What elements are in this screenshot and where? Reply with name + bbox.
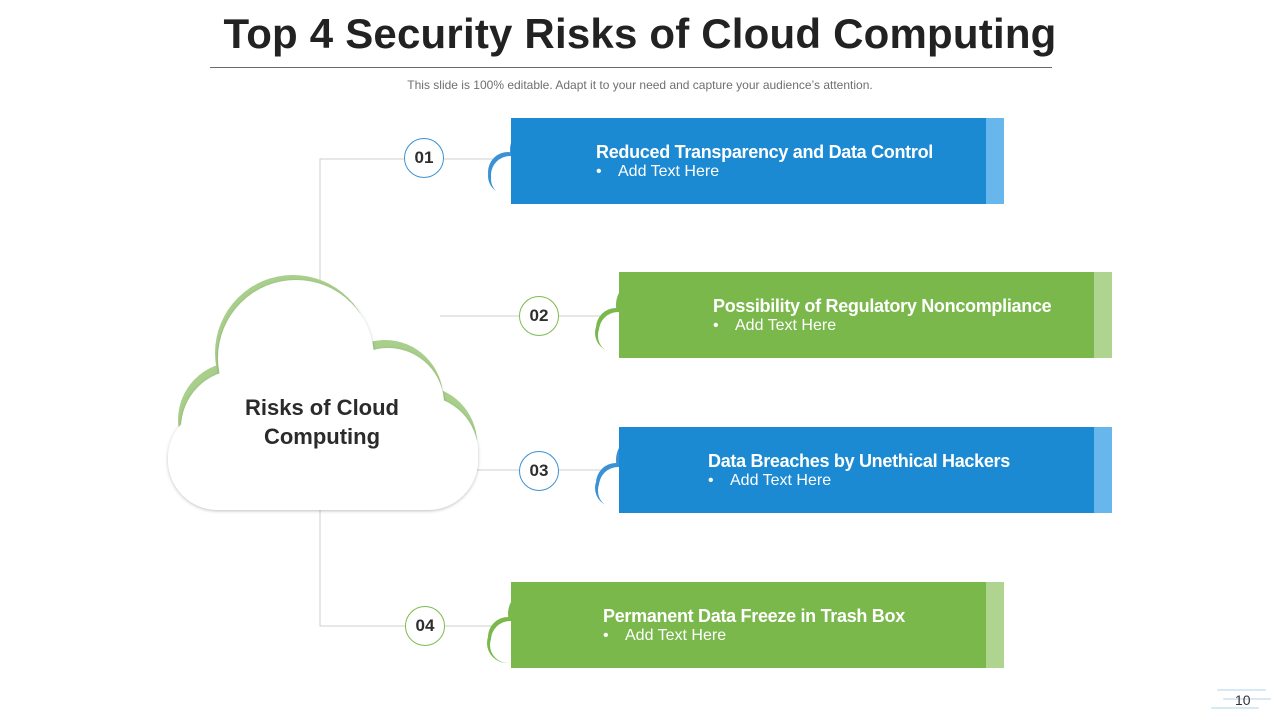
risk-bullet-text: Add Text Here [730,472,832,489]
risk-bullet-text: Add Text Here [735,317,837,334]
connector-lines [319,158,604,627]
risk-bullet-text: Add Text Here [625,627,727,644]
card-accent-stripe [986,118,1004,204]
risk-number-badge: 02 [519,296,559,336]
risk-bullet: •Add Text Here [713,317,837,334]
risk-heading: Data Breaches by Unethical Hackers [708,451,1010,471]
slide-title: Top 4 Security Risks of Cloud Computing [223,10,1057,57]
risk-bullet: •Add Text Here [596,163,720,180]
card-accent-stripe [1094,427,1112,513]
risk-heading: Reduced Transparency and Data Control [596,142,933,162]
risk-card-1: Reduced Transparency and Data Control •A… [511,118,1004,204]
center-label: Risks of Cloud Computing [244,395,399,449]
card-accent-stripe [1094,272,1112,358]
center-cloud [168,280,478,510]
risk-card-4: Permanent Data Freeze in Trash Box •Add … [511,582,1004,668]
slide-subtitle: This slide is 100% editable. Adapt it to… [407,78,873,92]
risk-number-badge: 04 [405,606,445,646]
title-divider [210,67,1052,68]
decorative-cloud-lines [1211,689,1271,709]
risk-number-badge: 03 [519,451,559,491]
risk-heading: Possibility of Regulatory Noncompliance [713,296,1052,316]
risk-number-badge: 01 [404,138,444,178]
risk-card-2: Possibility of Regulatory Noncompliance … [619,272,1112,358]
risk-heading: Permanent Data Freeze in Trash Box [603,606,905,626]
risk-bullet: •Add Text Here [708,472,832,489]
risk-bullet: •Add Text Here [603,627,727,644]
risk-bullet-text: Add Text Here [618,163,720,180]
card-accent-stripe [986,582,1004,668]
risk-card-3: Data Breaches by Unethical Hackers •Add … [619,427,1112,513]
page-number: 10 [1235,692,1251,708]
